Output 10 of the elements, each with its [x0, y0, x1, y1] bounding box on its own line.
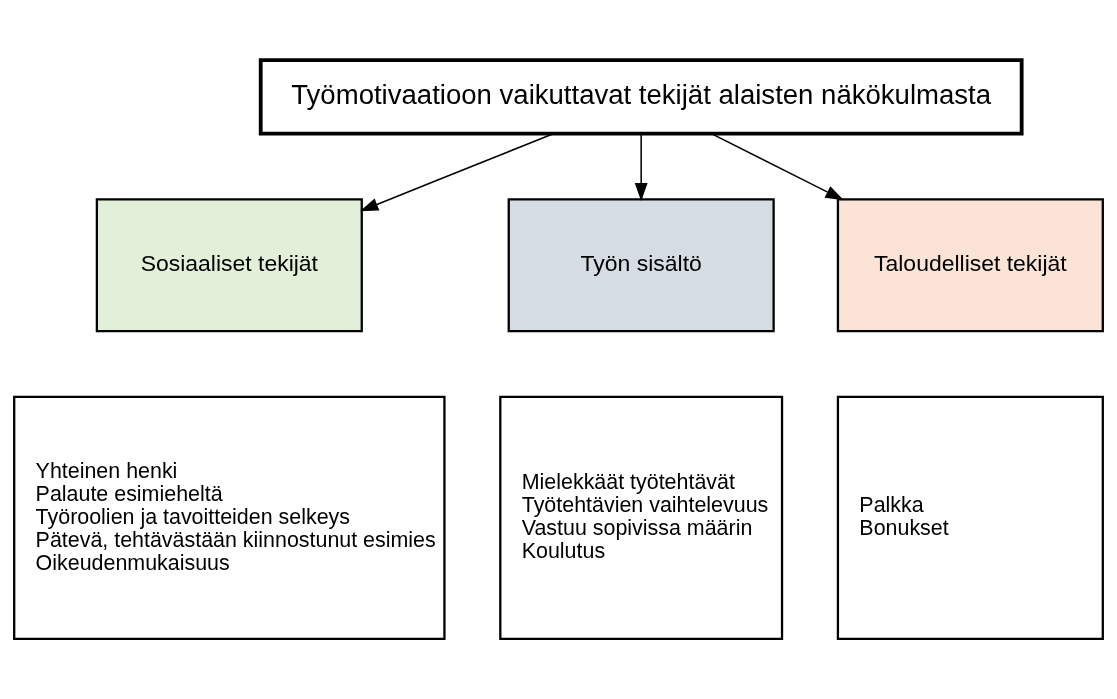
arrow	[359, 132, 555, 212]
node-box: Työn sisältö	[507, 198, 775, 333]
node-box: Mielekkäät työtehtävät Työtehtävien vaihtelevuus Vastuu sopivissa määrin Koulutus	[499, 395, 784, 641]
node-box: Taloudelliset tekijät	[836, 198, 1104, 333]
node-box: Palkka Bonukset	[836, 395, 1104, 641]
node-box: Yhteinen henki Palaute esimieheltä Työroolien ja tavoitteiden selkeys Pätevä, tehtävästään kiinnostunut esimies Oikeudenmukaisuus	[13, 395, 446, 641]
arrow	[710, 132, 844, 201]
node-box: Työmotivaatioon vaikuttavat tekijät alaisten näkökulmasta	[258, 58, 1024, 136]
node-box: Sosiaaliset tekijät	[95, 198, 363, 333]
arrow	[634, 133, 648, 202]
